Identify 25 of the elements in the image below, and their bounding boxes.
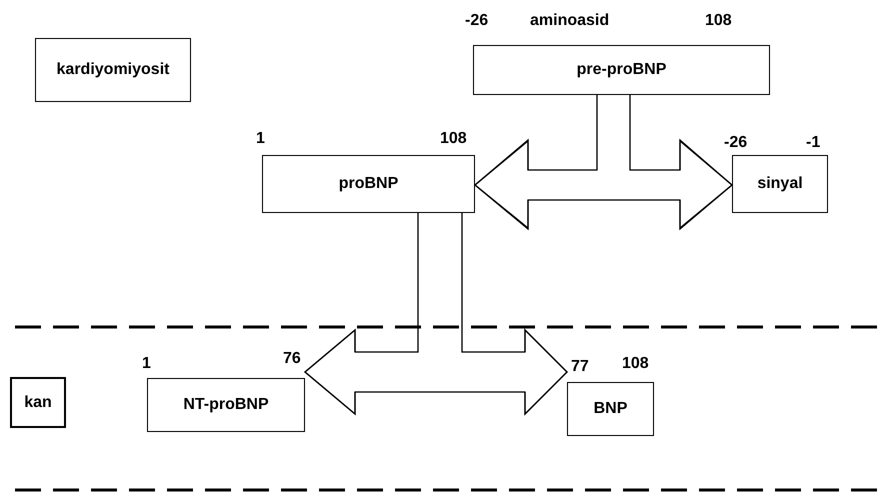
residue-number-label: 108 [622, 355, 649, 373]
box-label: proBNP [338, 175, 398, 193]
residue-number-label: 108 [440, 130, 467, 148]
box-label: kan [24, 394, 52, 412]
residue-number-label: -26 [724, 134, 748, 152]
cell-label-box [35, 38, 191, 102]
compartment-label-box [10, 377, 66, 428]
residue-number-label: aminoasid [530, 12, 610, 30]
box-label: BNP [594, 400, 628, 418]
box-label: pre-proBNP [576, 61, 666, 79]
residue-number-label: 1 [256, 130, 265, 148]
box-label: NT-proBNP [183, 396, 269, 414]
signal-peptide-box [732, 155, 828, 213]
precursor-box [473, 45, 770, 95]
box-label: sinyal [757, 175, 803, 193]
residue-number-label: 1 [142, 355, 151, 373]
residue-number-label: -26 [465, 12, 488, 30]
residue-number-label: -1 [806, 134, 820, 152]
residue-number-label: 108 [705, 12, 732, 30]
fragment-box [147, 378, 305, 432]
residue-number-label: 77 [571, 358, 589, 376]
residue-number-label: 76 [283, 350, 301, 368]
precursor-box [262, 155, 475, 213]
fragment-box [567, 382, 654, 436]
box-label: kardiyomiyosit [56, 61, 170, 79]
